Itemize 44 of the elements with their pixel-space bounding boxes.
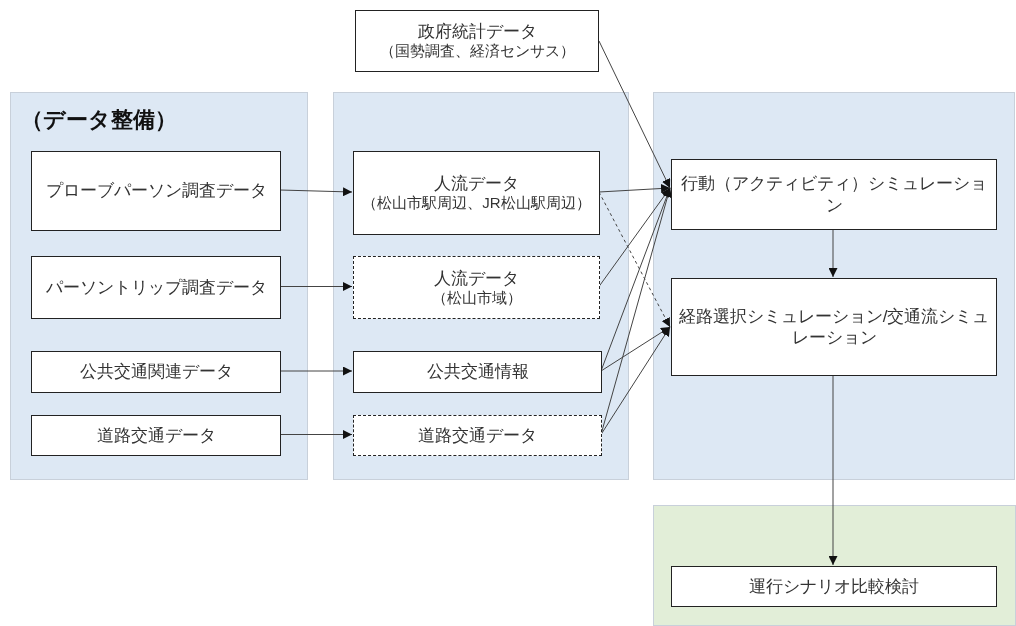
process-box [671, 278, 997, 376]
box-label: 政府統計データ [417, 21, 537, 43]
panel-heading: （データ整備） [21, 106, 177, 134]
arrow [600, 326, 671, 372]
box-label: 公共交通情報 [426, 361, 529, 383]
box-label: パーソントリップ調査データ [45, 276, 267, 299]
box-note: （松山市駅周辺、JR松山駅周辺） [362, 194, 591, 213]
data-box [355, 10, 599, 72]
data-box [353, 256, 600, 319]
arrow [600, 326, 671, 435]
box-label: 運行シナリオ比較検討 [749, 575, 919, 598]
arrow [279, 366, 353, 376]
box-label: 公共交通関連データ [79, 361, 233, 383]
box-label: プローブパーソン調査データ [45, 180, 267, 202]
arrow [279, 430, 353, 439]
arrow [598, 187, 671, 287]
data-box [31, 256, 281, 319]
data-box [31, 351, 281, 393]
box-label: 道路交通データ [96, 424, 216, 447]
panel [10, 92, 308, 480]
arrow [279, 282, 353, 291]
box-label: 経路選択シミュレーション/交通流シミュレーション [677, 305, 991, 349]
arrow [598, 40, 671, 189]
box-label: 行動（アクティビティ）シミュレーション [680, 173, 988, 216]
data-box [353, 151, 600, 235]
box-note: （国勢調査、経済センサス） [379, 42, 575, 61]
arrow [598, 191, 671, 328]
data-box [353, 415, 602, 456]
arrow [279, 187, 353, 197]
process-box [671, 159, 997, 230]
panel [653, 92, 1015, 480]
data-box [31, 415, 281, 456]
panel [333, 92, 629, 480]
box-label: 道路交通データ [418, 424, 537, 447]
data-box [353, 351, 602, 393]
arrow [828, 228, 838, 278]
box-label: 人流データ [434, 267, 519, 289]
box-label: 人流データ [434, 173, 519, 195]
data-box [31, 151, 281, 231]
arrow [828, 374, 838, 566]
arrow [598, 184, 671, 193]
panel [653, 505, 1016, 626]
process-box [671, 566, 997, 607]
box-note: （松山市域） [431, 288, 522, 308]
